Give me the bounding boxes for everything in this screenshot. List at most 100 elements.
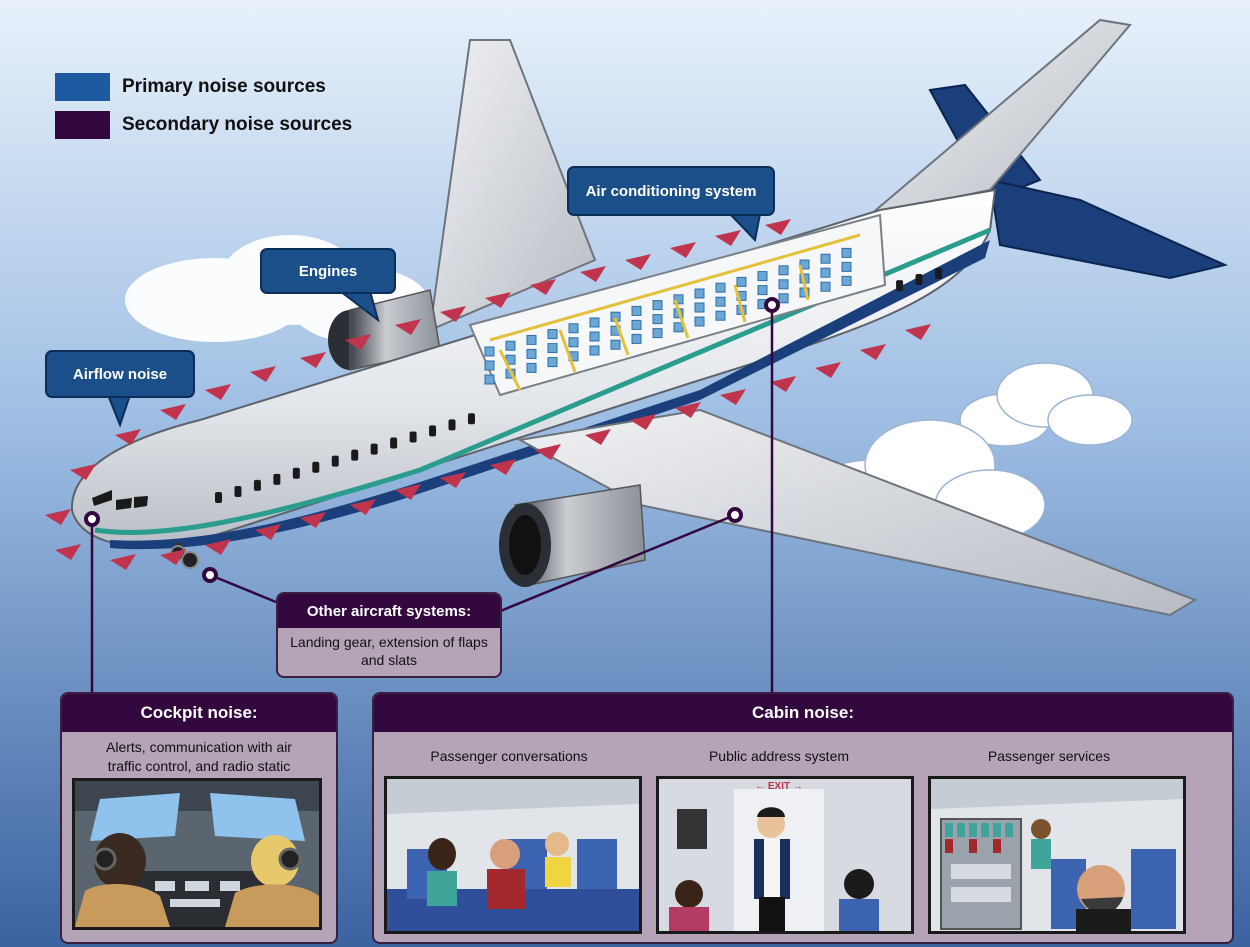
fuselage-window: [253, 479, 261, 491]
noise-marker: [350, 499, 376, 515]
cabin-seat: [757, 271, 768, 282]
noise-marker: [55, 544, 81, 560]
cabin-seat: [589, 317, 600, 328]
primary-swatch: [55, 73, 110, 101]
noise-marker: [250, 366, 276, 382]
exit-sign: ← EXIT →: [755, 781, 803, 792]
fuselage-window: [234, 485, 242, 497]
cabin-seat: [484, 374, 495, 385]
fuselage-window: [215, 492, 222, 503]
public-address-illustration: ← EXIT →: [659, 779, 911, 931]
cabin-seat: [547, 357, 558, 368]
cabin-seat: [820, 253, 831, 264]
cabin-seat: [841, 275, 852, 286]
public-address-system-scene: ← EXIT →: [656, 776, 914, 934]
fuselage-window: [448, 419, 456, 431]
noise-marker: [625, 254, 651, 270]
fuselage-window: [312, 461, 320, 473]
noise-marker: [770, 376, 796, 392]
cabin-seat: [652, 328, 663, 339]
air-conditioning-ducts: [489, 233, 861, 391]
airflow-noise-callout: Airflow noise: [45, 350, 195, 398]
cabin-seat: [589, 331, 600, 342]
fuselage-window: [896, 280, 904, 292]
noise-marker: [160, 404, 186, 420]
airflow-noise-markers: [45, 219, 931, 570]
noise-marker: [300, 512, 326, 528]
connector-points: [84, 297, 780, 583]
cabin-seat: [673, 322, 684, 333]
fuselage-window: [467, 413, 475, 425]
cloud: [959, 362, 1133, 447]
noise-marker: [345, 334, 371, 350]
public-address-system-label: Public address system: [708, 748, 850, 764]
noise-marker: [440, 306, 466, 322]
engines-callout: Engines: [260, 248, 396, 294]
other-systems-title: Other aircraft systems:: [278, 594, 500, 628]
cabin-seat: [547, 329, 558, 340]
callout-pointers: [106, 213, 762, 428]
noise-marker: [70, 464, 96, 480]
cabin-seat: [484, 346, 495, 357]
passenger-conversations-scene: [384, 776, 642, 934]
cabin-noise-title: Cabin noise:: [374, 694, 1232, 732]
noise-marker: [300, 352, 326, 368]
cockpit-noise-description: Alerts, communication with air traffic c…: [62, 738, 336, 776]
noise-marker: [160, 549, 186, 565]
noise-marker: [115, 429, 141, 445]
cabin-seat: [568, 337, 579, 348]
noise-marker: [585, 429, 611, 445]
cabin-seat: [484, 360, 495, 371]
cockpit-scene: [72, 778, 322, 930]
legend: Primary noise sources Secondary noise so…: [55, 68, 352, 144]
fuselage-window: [935, 268, 942, 279]
cockpit-desc-line1: Alerts, communication with air: [106, 739, 292, 755]
cabin-seat: [505, 340, 516, 351]
fuselage-window: [915, 274, 923, 286]
cabin-seat: [820, 281, 831, 292]
noise-marker: [860, 344, 886, 360]
legend-item-primary: Primary noise sources: [55, 68, 352, 106]
cabin-seat: [841, 261, 852, 272]
noise-marker: [205, 384, 231, 400]
noise-marker: [485, 292, 511, 308]
fuselage-window: [429, 425, 437, 437]
noise-marker: [720, 389, 746, 405]
noise-marker: [530, 279, 556, 295]
other-aircraft-systems-box: Other aircraft systems: Landing gear, ex…: [276, 592, 502, 678]
cabin-seat: [526, 334, 537, 345]
cabin-noise-panel: Cabin noise: Passenger conversations Pub…: [372, 692, 1234, 944]
fuselage-window: [331, 455, 339, 467]
window-row: [215, 268, 942, 503]
cabin-seat: [841, 247, 852, 258]
cockpit-noise-title: Cockpit noise:: [62, 694, 336, 732]
cabin-seats: [484, 247, 852, 385]
noise-marker: [255, 524, 281, 540]
other-systems-description: Landing gear, extension of flaps and sla…: [290, 634, 488, 668]
cabin-seat: [547, 343, 558, 354]
noise-marker: [765, 219, 791, 235]
cockpit-noise-panel: Cockpit noise: Alerts, communication wit…: [60, 692, 338, 944]
noise-marker: [440, 472, 466, 488]
passenger-conversations-label: Passenger conversations: [430, 748, 588, 764]
noise-marker: [395, 319, 421, 335]
fuselage-window: [351, 449, 359, 461]
noise-marker: [110, 554, 136, 570]
cabin-seat: [631, 319, 642, 330]
cabin-seat: [673, 294, 684, 305]
noise-marker: [815, 362, 841, 378]
cabin-seat: [736, 276, 747, 287]
passenger-services-label: Passenger services: [987, 748, 1111, 764]
fuselage-stripe: [94, 227, 991, 535]
cabin-seat: [778, 279, 789, 290]
noise-marker: [670, 242, 696, 258]
cabin-seat: [526, 362, 537, 373]
passenger-services-scene: [928, 776, 1186, 934]
cabin-seat: [694, 288, 705, 299]
noise-marker: [580, 266, 606, 282]
legend-item-secondary: Secondary noise sources: [55, 106, 352, 144]
cabin-seat: [568, 323, 579, 334]
cabin-seat: [715, 296, 726, 307]
cabin-seat: [652, 314, 663, 325]
cabin-seat: [652, 300, 663, 311]
